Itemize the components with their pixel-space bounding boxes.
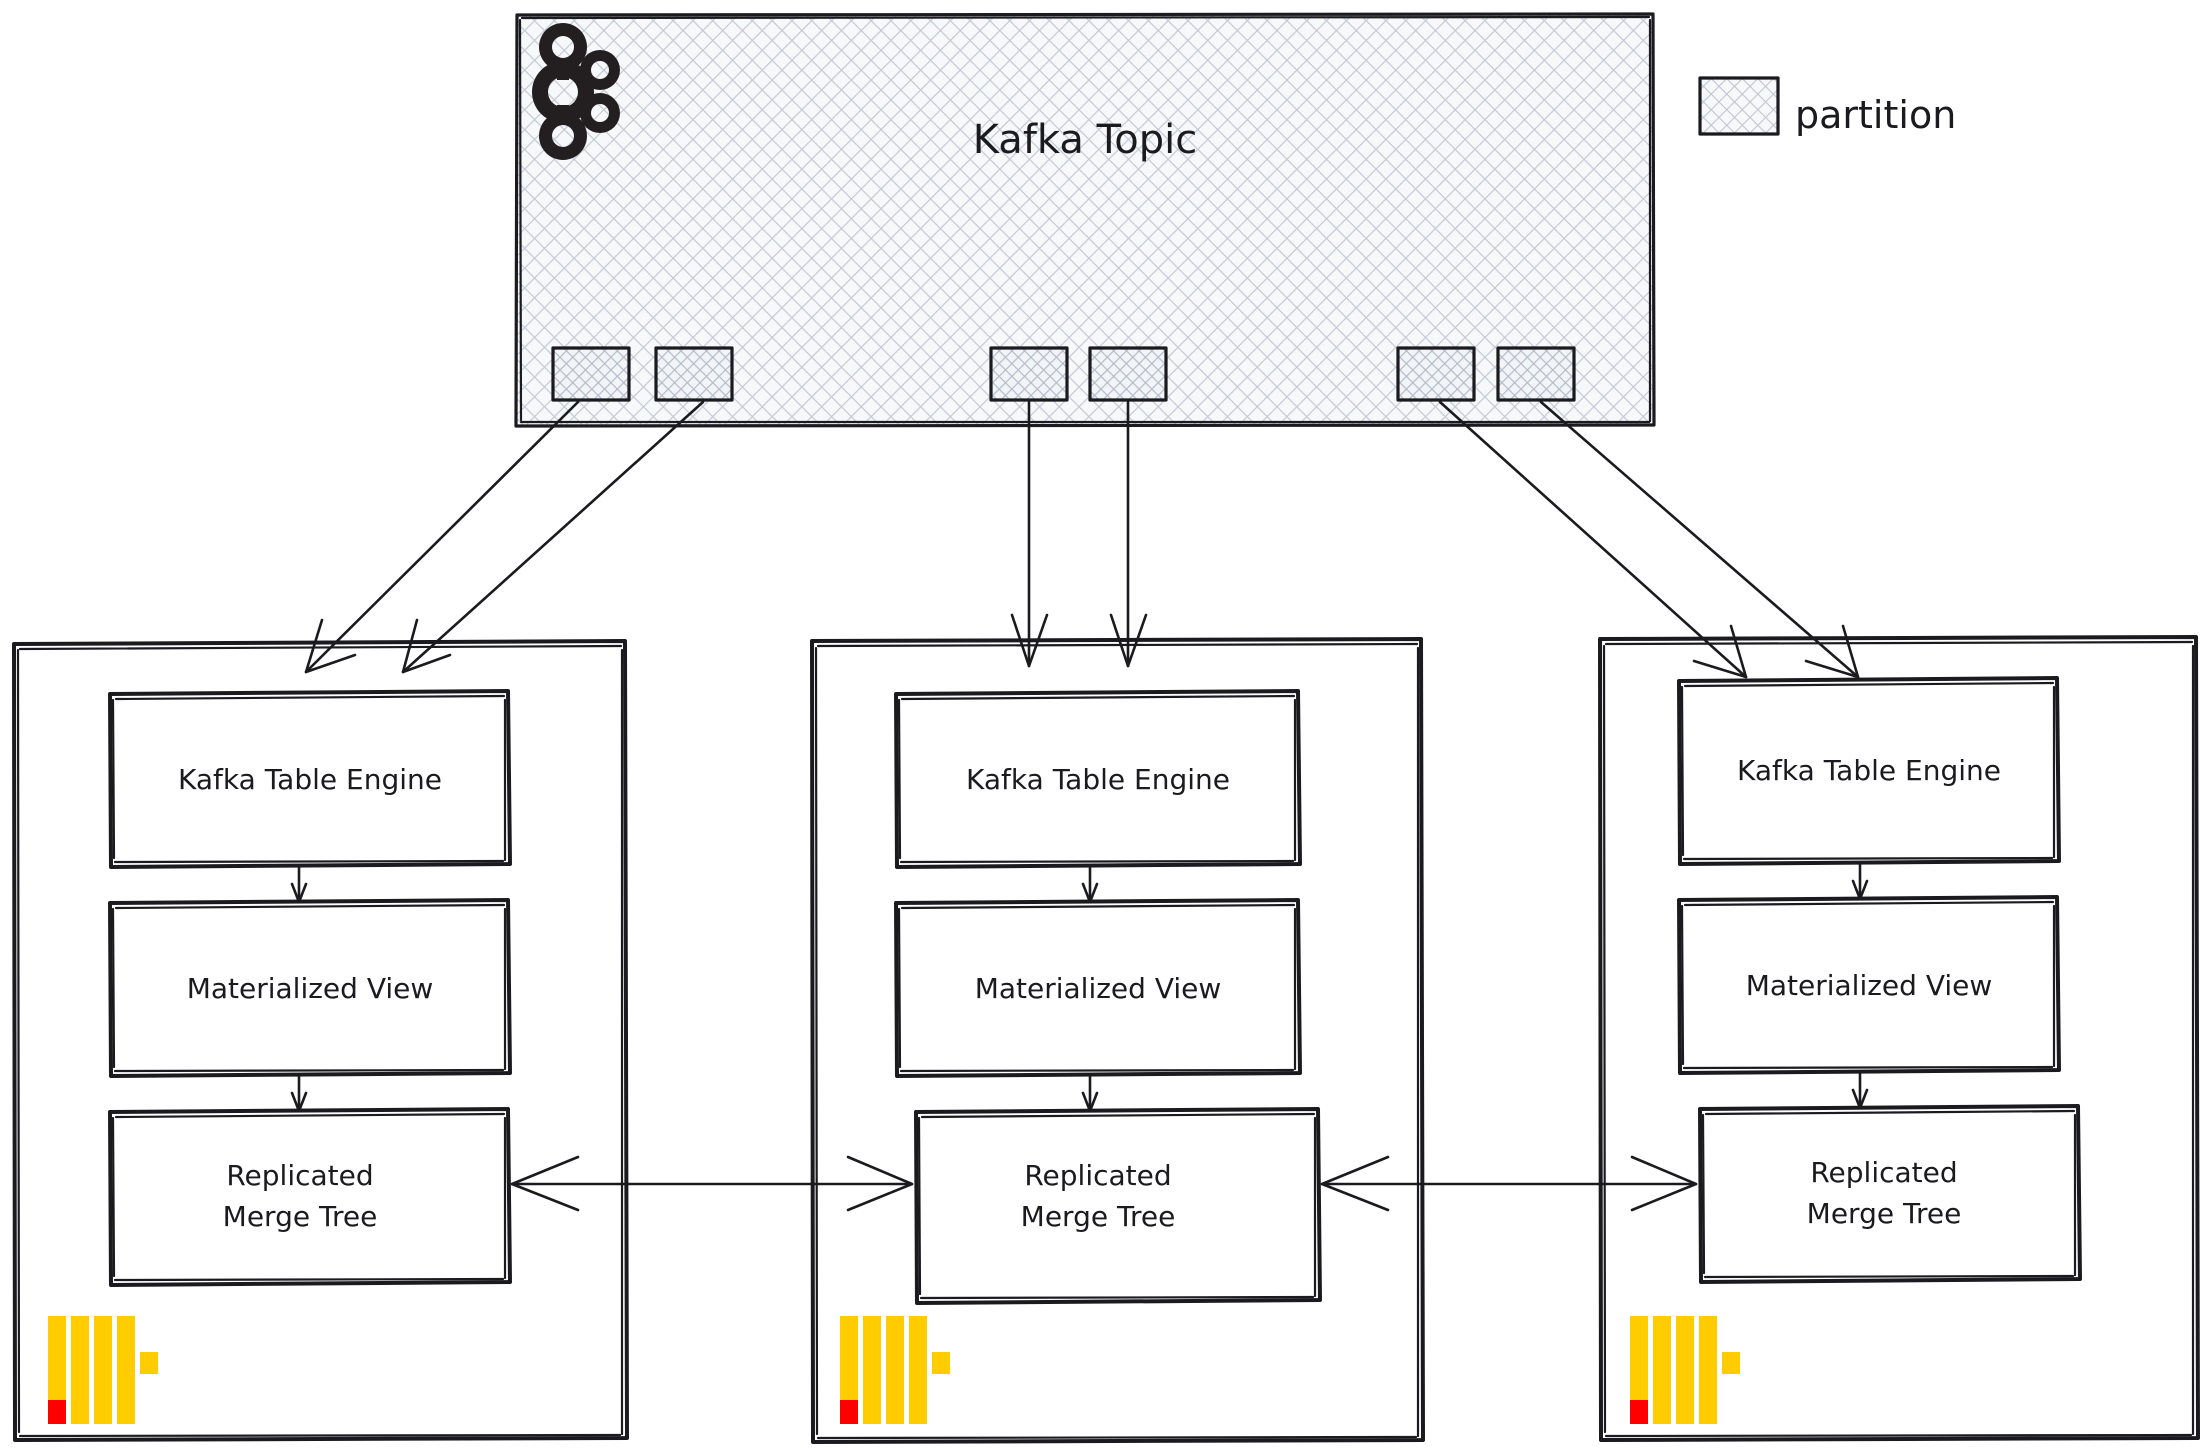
arrow-partition1-to-node1 bbox=[304, 400, 580, 674]
replicated-merge-tree-box[interactable]: Replicated Merge Tree bbox=[108, 1107, 512, 1287]
kafka-topic-label: Kafka Topic bbox=[973, 117, 1197, 163]
arrow-partition6-to-node3 bbox=[1539, 400, 1860, 679]
materialized-view-label: Materialized View bbox=[975, 972, 1222, 1005]
arrow-partition3-to-node2 bbox=[1010, 400, 1049, 668]
node-2-container-second-stroke bbox=[814, 642, 1420, 1440]
node-2-container-border bbox=[810, 637, 1425, 1444]
materialized-view-box[interactable]: Materialized View bbox=[1677, 895, 2061, 1075]
arrow-partition5-to-node3 bbox=[1438, 400, 1748, 679]
arrow-kte-to-mv-node1 bbox=[290, 865, 308, 904]
replicated-merge-tree-label-line1: Replicated bbox=[226, 1159, 373, 1192]
kafka-table-engine-label: Kafka Table Engine bbox=[1737, 754, 2001, 787]
partition-swatch-border bbox=[1698, 76, 1780, 136]
partition-box[interactable] bbox=[1088, 346, 1168, 402]
replicated-merge-tree-box[interactable]: Replicated Merge Tree bbox=[914, 1107, 1322, 1305]
clickhouse-logo-icon bbox=[48, 1316, 158, 1424]
partition-swatch-fill bbox=[1700, 78, 1778, 134]
replicated-merge-tree-label-line2: Merge Tree bbox=[223, 1200, 378, 1233]
clickhouse-logo-icon bbox=[1630, 1316, 1740, 1424]
kafka-logo-icon bbox=[532, 23, 620, 160]
replicated-merge-tree-box[interactable]: Replicated Merge Tree bbox=[1698, 1104, 2082, 1284]
node-1-container-border bbox=[12, 639, 629, 1442]
materialized-view-label: Materialized View bbox=[1746, 969, 1993, 1002]
kafka-table-engine-label: Kafka Table Engine bbox=[178, 763, 442, 796]
materialized-view-label: Materialized View bbox=[187, 972, 434, 1005]
kafka-table-engine-label: Kafka Table Engine bbox=[966, 763, 1230, 796]
node-1-container-second-stroke bbox=[16, 644, 624, 1438]
partition-box[interactable] bbox=[551, 346, 631, 402]
node-3-container-second-stroke bbox=[1602, 640, 2195, 1438]
partition-list bbox=[551, 346, 1576, 402]
kafka-topic-border bbox=[514, 12, 1656, 428]
legend: partition bbox=[1698, 76, 1956, 137]
kafka-table-engine-box[interactable]: Kafka Table Engine bbox=[894, 689, 1302, 869]
arrow-partition4-to-node2 bbox=[1109, 400, 1148, 668]
materialized-view-box[interactable]: Materialized View bbox=[108, 898, 512, 1078]
partition-box[interactable] bbox=[654, 346, 734, 402]
replicated-merge-tree-label-line1: Replicated bbox=[1024, 1159, 1171, 1192]
legend-label-partition: partition bbox=[1795, 93, 1956, 137]
kafka-table-engine-box[interactable]: Kafka Table Engine bbox=[108, 689, 512, 869]
arrow-kte-to-mv-node2 bbox=[1081, 865, 1099, 904]
kafka-topic-border-second-stroke bbox=[518, 15, 1652, 424]
partition-box[interactable] bbox=[989, 346, 1069, 402]
arrow-mv-to-rmt-node3 bbox=[1851, 1071, 1869, 1110]
arrow-mv-to-rmt-node2 bbox=[1081, 1074, 1099, 1113]
clickhouse-node-2[interactable]: Kafka Table Engine Materialized View Rep… bbox=[810, 637, 1425, 1444]
kafka-table-engine-box[interactable]: Kafka Table Engine bbox=[1677, 676, 2061, 866]
replication-arrow-node2-node3 bbox=[1320, 1155, 1698, 1212]
materialized-view-box[interactable]: Materialized View bbox=[894, 898, 1302, 1078]
replicated-merge-tree-label-line2: Merge Tree bbox=[1807, 1197, 1962, 1230]
replicated-merge-tree-label-line1: Replicated bbox=[1810, 1156, 1957, 1189]
clickhouse-logo-icon bbox=[840, 1316, 950, 1424]
clickhouse-node-3[interactable]: Kafka Table Engine Materialized View Rep… bbox=[1598, 635, 2200, 1442]
arrow-partition2-to-node1 bbox=[401, 400, 705, 674]
kafka-topic-container[interactable]: Kafka Topic bbox=[514, 12, 1656, 428]
replicated-merge-tree-label-line2: Merge Tree bbox=[1021, 1200, 1176, 1233]
arrow-mv-to-rmt-node1 bbox=[290, 1074, 308, 1113]
node-3-container-border bbox=[1598, 635, 2200, 1442]
partition-box[interactable] bbox=[1496, 346, 1576, 402]
replication-arrow-node1-node2 bbox=[510, 1155, 914, 1212]
arrow-kte-to-mv-node3 bbox=[1851, 862, 1869, 901]
clickhouse-node-1[interactable]: Kafka Table Engine Materialized View Rep… bbox=[12, 639, 629, 1442]
partition-box[interactable] bbox=[1396, 346, 1476, 402]
partition-to-node-arrows bbox=[304, 400, 1860, 679]
